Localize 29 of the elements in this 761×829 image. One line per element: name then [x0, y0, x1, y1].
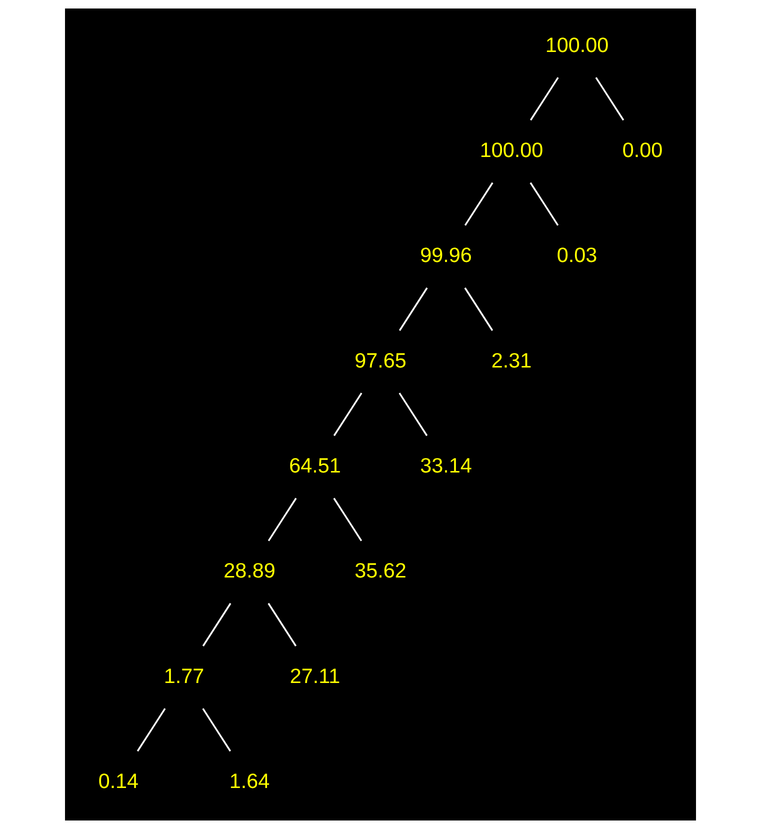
connector: [268, 602, 297, 646]
connector: [333, 498, 362, 542]
node-text: 100.00: [480, 138, 544, 162]
connector: [464, 182, 494, 226]
node-text: 1.77: [164, 664, 204, 688]
node-text: 99.96: [420, 244, 472, 268]
connector: [595, 77, 624, 121]
node-text: 0.00: [622, 138, 663, 162]
connector: [398, 392, 428, 436]
node-text: 2.31: [491, 349, 532, 372]
connector: [530, 77, 559, 121]
node-text: 1.64: [229, 770, 270, 793]
node-text: 28.89: [224, 560, 276, 583]
connector: [202, 602, 232, 646]
connector: [136, 708, 166, 752]
node-text: 0.03: [556, 244, 598, 268]
node-text: 35.62: [354, 560, 406, 583]
connector: [333, 392, 362, 436]
node-text: 64.51: [289, 454, 341, 478]
node-text: 0.14: [98, 770, 139, 793]
connector: [268, 498, 297, 542]
connector: [464, 287, 494, 331]
connector: [530, 182, 559, 226]
node-text: 100.00: [545, 34, 609, 57]
connector: [202, 708, 232, 752]
node-text: 27.11: [290, 664, 340, 688]
node-text: 33.14: [420, 454, 472, 478]
connector: [398, 287, 428, 331]
node-text: 97.65: [354, 349, 406, 372]
